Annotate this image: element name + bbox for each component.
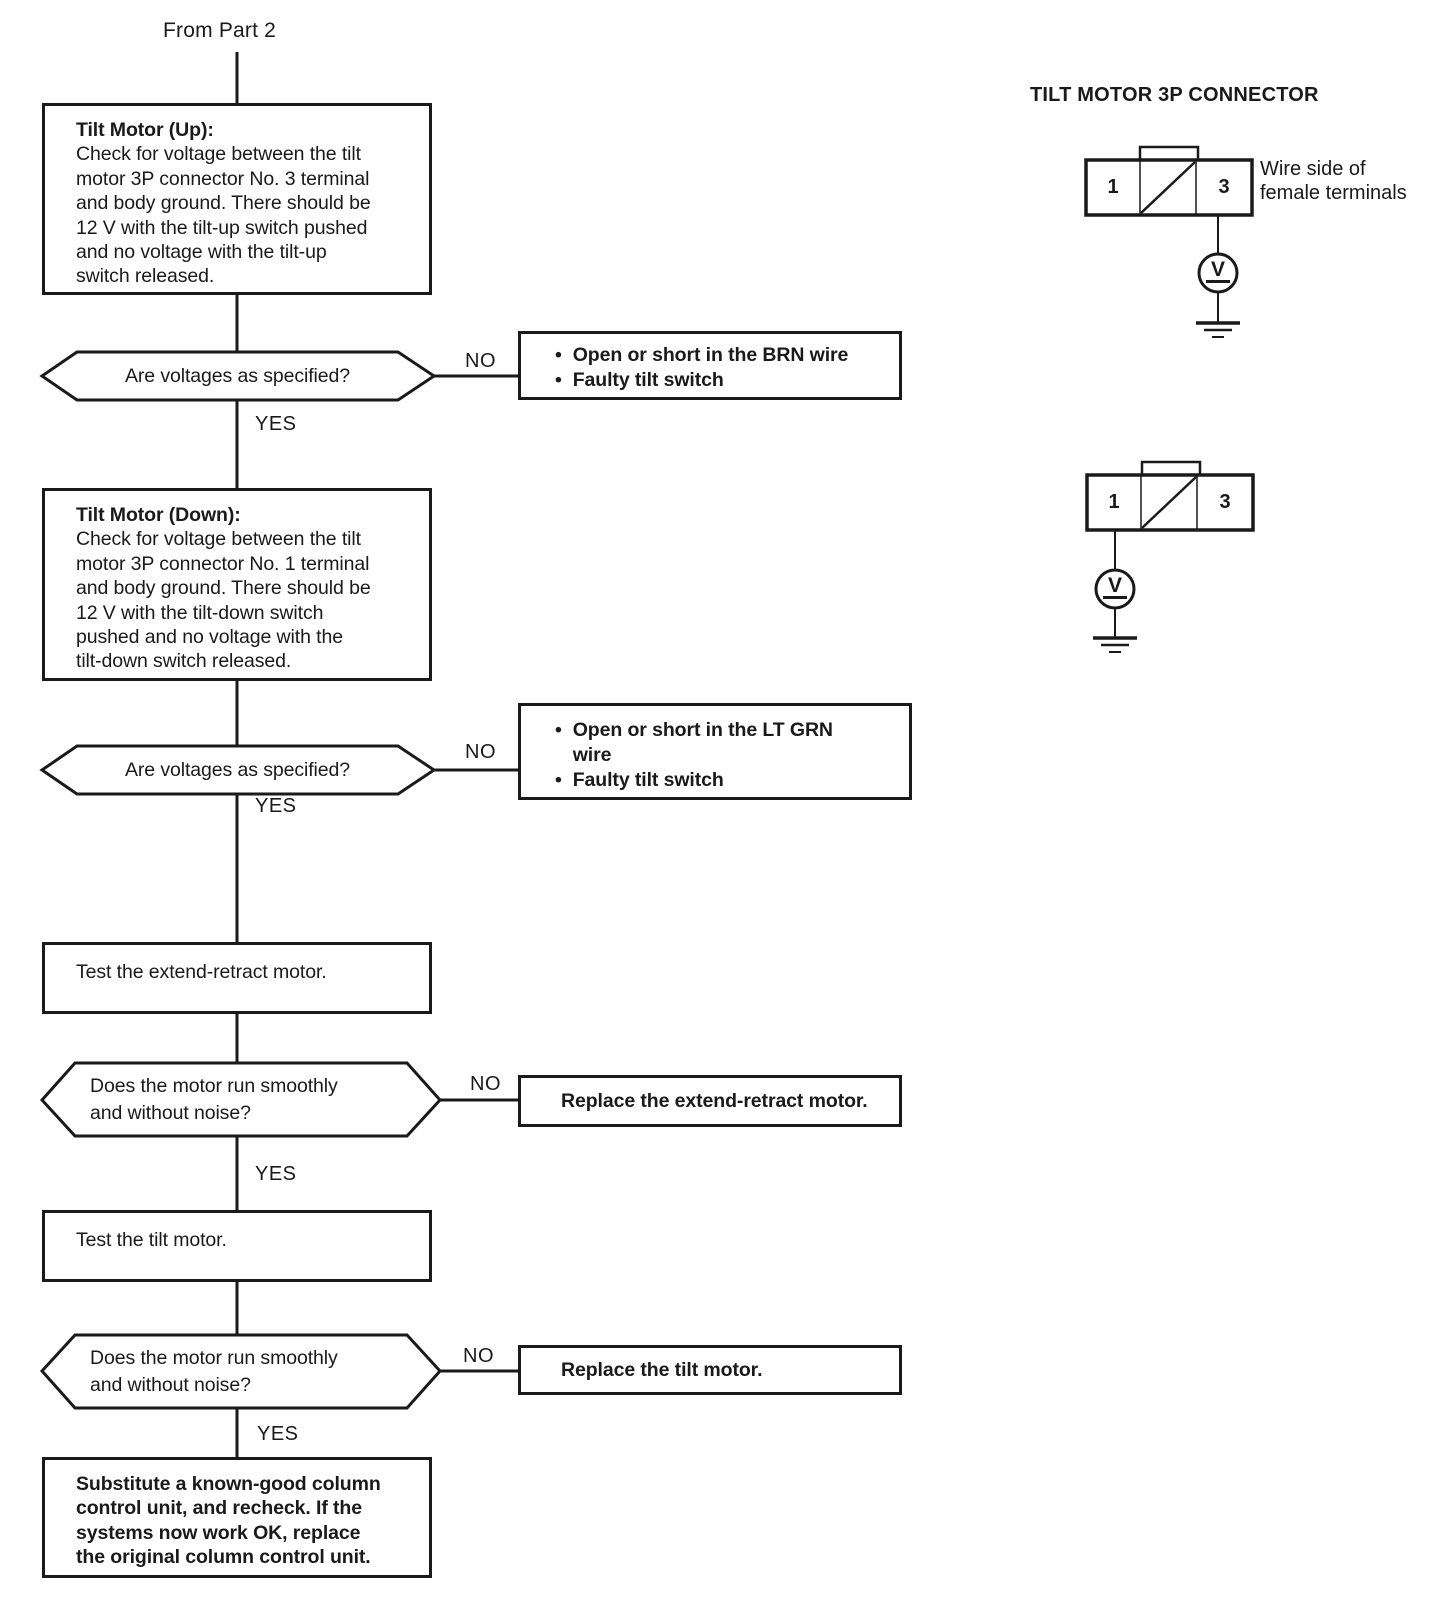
result-item: • Faulty tilt switch xyxy=(555,768,899,793)
entry-label: From Part 2 xyxy=(163,19,277,42)
result-item: • Faulty tilt switch xyxy=(555,368,889,393)
wire-side-note: Wire side of female terminals xyxy=(1260,158,1407,204)
connector-panel-heading: TILT MOTOR 3P CONNECTOR xyxy=(1030,84,1319,106)
result-box-lt-grn-wire: • Open or short in the LT GRN wire • Fau… xyxy=(518,703,912,800)
result-item-text: Open or short in the LT GRN wire xyxy=(572,719,833,766)
process-box-body: Check for voltage between the tilt motor… xyxy=(76,143,371,288)
result-text: Replace the tilt motor. xyxy=(561,1358,763,1381)
process-box-title: Tilt Motor (Down): xyxy=(76,504,241,526)
decision1-yes-label: YES xyxy=(255,413,297,435)
decision2-question: Are voltages as specified? xyxy=(124,758,351,781)
result-item: • Open or short in the LT GRN wire xyxy=(555,718,899,768)
decision3-yes-label: YES xyxy=(255,1163,297,1185)
process-box-body: Test the extend-retract motor. xyxy=(76,961,327,983)
process-box-body: Substitute a known-good column control u… xyxy=(76,1473,381,1569)
result-box-replace-tilt-motor: Replace the tilt motor. xyxy=(518,1345,902,1395)
bullet-icon: • xyxy=(555,344,562,366)
decision4-no-label: NO xyxy=(463,1345,494,1367)
process-box-tilt-motor-up: Tilt Motor (Up): Check for voltage betwe… xyxy=(42,103,432,295)
result-box-brn-wire: • Open or short in the BRN wire • Faulty… xyxy=(518,331,902,400)
process-box-title: Tilt Motor (Up): xyxy=(76,119,214,141)
connector1-terminal-3-label: 3 xyxy=(1218,176,1230,198)
process-box-tilt-motor-down: Tilt Motor (Down): Check for voltage bet… xyxy=(42,488,432,681)
connector2-blocked-cavity-diagonal xyxy=(1141,476,1197,529)
voltmeter1-label: V xyxy=(1206,259,1230,283)
decision1-question: Are voltages as specified? xyxy=(124,364,351,387)
decision4-question: Does the motor run smoothly and without … xyxy=(90,1346,338,1396)
connector1-cell-dividers xyxy=(1139,160,1197,215)
decision3-question: Does the motor run smoothly and without … xyxy=(90,1074,338,1124)
result-item-text: Open or short in the BRN wire xyxy=(572,344,849,366)
connector1-blocked-cavity-diagonal xyxy=(1140,161,1196,214)
voltmeter2-label: V xyxy=(1103,575,1127,599)
decision3-no-label: NO xyxy=(470,1073,501,1095)
decision1-no-label: NO xyxy=(465,350,496,372)
process-box-body: Test the tilt motor. xyxy=(76,1229,227,1251)
process-box-test-tilt-motor: Test the tilt motor. xyxy=(42,1210,432,1282)
decision4-yes-label: YES xyxy=(257,1423,299,1445)
bullet-icon: • xyxy=(555,719,562,741)
result-box-replace-extend-retract: Replace the extend-retract motor. xyxy=(518,1075,902,1127)
bullet-icon: • xyxy=(555,369,562,391)
decision2-yes-label: YES xyxy=(255,795,297,817)
connector1-terminal-1-label: 1 xyxy=(1107,176,1119,198)
result-item-text: Faulty tilt switch xyxy=(572,769,724,791)
result-item-text: Faulty tilt switch xyxy=(572,369,724,391)
process-box-substitute-control-unit: Substitute a known-good column control u… xyxy=(42,1457,432,1578)
process-box-test-extend-retract: Test the extend-retract motor. xyxy=(42,942,432,1014)
result-text: Replace the extend-retract motor. xyxy=(561,1089,868,1112)
result-item: • Open or short in the BRN wire xyxy=(555,343,889,368)
connector2-terminal-3-label: 3 xyxy=(1219,491,1231,513)
connector2-cell-dividers xyxy=(1140,475,1198,530)
bullet-icon: • xyxy=(555,769,562,791)
decision2-no-label: NO xyxy=(465,741,496,763)
process-box-body: Check for voltage between the tilt motor… xyxy=(76,528,371,673)
connector2-terminal-1-label: 1 xyxy=(1108,491,1120,513)
